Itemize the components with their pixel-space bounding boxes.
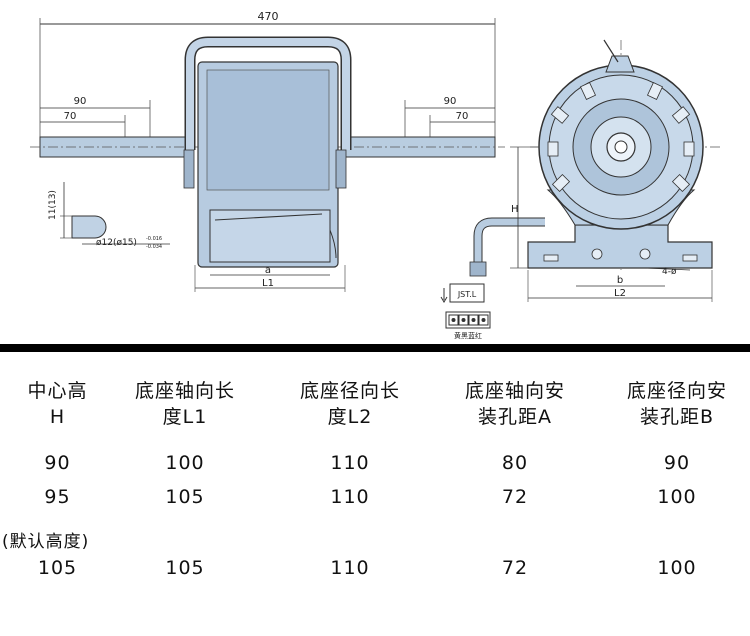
dim-shaft-tol-lower: -0.034 — [146, 244, 162, 250]
table-cell: 105 — [37, 557, 78, 579]
header-line: 底座径向安 — [626, 380, 727, 402]
header-line: 装孔距A — [478, 406, 552, 428]
dim-l1-label: L1 — [262, 278, 274, 289]
table-cell: 80 — [501, 452, 529, 474]
header-line: 度L1 — [162, 406, 208, 428]
connector-jst — [449, 283, 485, 303]
wire-colors-label: 黄黑蓝红 — [454, 331, 482, 340]
table-cell: 100 — [165, 452, 205, 474]
header-line: H — [49, 406, 66, 428]
table-cell: 105 — [165, 557, 205, 579]
table-cell: 100 — [657, 486, 697, 508]
header-line: 底座轴向安 — [464, 380, 565, 402]
dim-right-shaft-inner: 70 — [456, 111, 469, 122]
dim-b-label: b — [617, 275, 623, 286]
header-center-height: 中心高 H — [0, 378, 115, 430]
dim-shaft-tol-upper: -0.016 — [146, 236, 162, 242]
dim-overall-label: 470 — [258, 10, 279, 23]
table-cell: 95 — [44, 486, 71, 508]
header-line: 装孔距B — [639, 406, 715, 428]
header-line: 中心高 — [27, 380, 88, 402]
table-cell: 100 — [657, 557, 697, 579]
dim-left-shaft-inner: 70 — [64, 111, 77, 122]
table-cell: 72 — [501, 486, 529, 508]
table-cell: 90 — [44, 452, 71, 474]
table-cell: 90 — [663, 452, 691, 474]
dim-right-shaft-outer: 90 — [444, 96, 457, 107]
default-height-note: (默认高度) — [2, 532, 90, 552]
end-view-base — [527, 224, 713, 269]
middle-divider-bar — [0, 344, 750, 352]
motor-drawing-svg: 470 90 70 90 70 — [30, 10, 720, 340]
table-cell: 110 — [330, 557, 370, 579]
dim-left-shaft-outer: 90 — [74, 96, 87, 107]
dim-shaft-diameter: ø12(ø15) — [96, 238, 137, 248]
dim-l2-label: L2 — [614, 288, 626, 299]
table-cell: 105 — [165, 486, 205, 508]
header-base-axial-length: 底座轴向长 度L1 — [120, 378, 250, 430]
table-cell: 72 — [501, 557, 529, 579]
header-base-radial-length: 底座径向长 度L2 — [285, 378, 415, 430]
dim-shaft-flat: 11(13) — [48, 190, 58, 220]
table-cell: 110 — [330, 486, 370, 508]
dim-a-label: a — [265, 265, 271, 276]
dim-h-label: H — [511, 204, 519, 215]
header-line: 底座轴向长 — [134, 380, 235, 402]
table-cell: 110 — [330, 452, 370, 474]
dim-hole-label: 4-ø — [662, 267, 677, 277]
header-line: 底座径向长 — [299, 380, 400, 402]
shaft-cross-section — [71, 215, 107, 239]
spec-table: 中心高 H 底座轴向长 度L1 底座径向长 度L2 底座轴向安 装孔距A 底座径… — [0, 352, 750, 636]
motor-technical-drawing: 470 90 70 90 70 — [30, 10, 720, 340]
header-radial-hole-distance: 底座径向安 装孔距B — [612, 378, 742, 430]
header-line: 度L2 — [327, 406, 373, 428]
connector-label: JST.L — [457, 290, 477, 299]
header-axial-hole-distance: 底座轴向安 装孔距A — [450, 378, 580, 430]
